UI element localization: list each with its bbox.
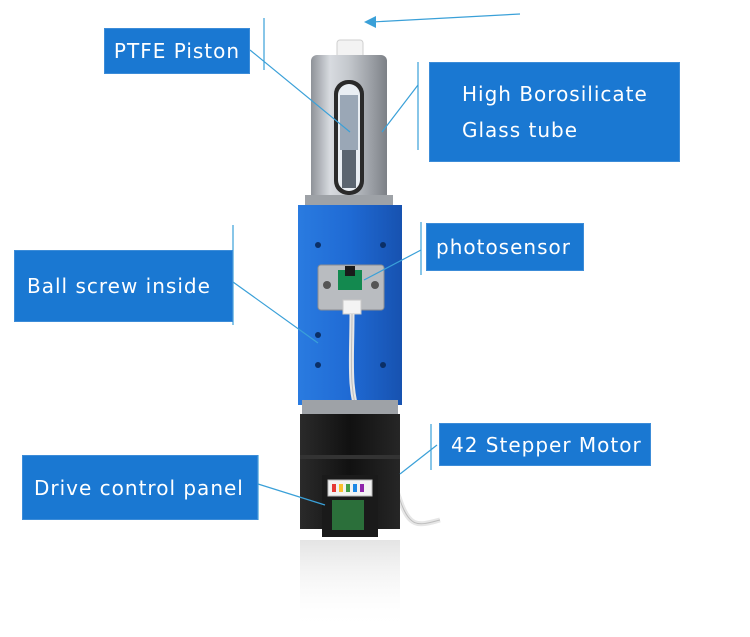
ball-screw-text: Ball screw inside bbox=[27, 274, 211, 298]
ptfe-piston-label: PTFE Piston bbox=[104, 28, 250, 74]
glass-tube-cylinder bbox=[305, 55, 393, 209]
ball-screw-label: Ball screw inside bbox=[14, 250, 233, 322]
drive-control-board bbox=[322, 475, 378, 537]
ptfe-piston-text: PTFE Piston bbox=[113, 39, 241, 63]
glass-tube-text-line1: High Borosilicate bbox=[462, 82, 648, 106]
photosensor-label: photosensor bbox=[426, 223, 584, 271]
glass-tube-label: High Borosilicate Glass tube bbox=[429, 62, 680, 162]
drive-panel-text: Drive control panel bbox=[34, 475, 244, 500]
product-reflection bbox=[300, 540, 400, 630]
motor-flange bbox=[302, 400, 398, 416]
photosensor-module bbox=[317, 264, 385, 315]
stepper-motor-text: 42 Stepper Motor bbox=[451, 432, 642, 457]
leader-lines bbox=[232, 13, 521, 520]
stepper-motor-label: 42 Stepper Motor bbox=[439, 423, 651, 466]
glass-tube-text-line2: Glass tube bbox=[462, 118, 579, 142]
photosensor-text: photosensor bbox=[436, 235, 571, 259]
drive-panel-label: Drive control panel bbox=[22, 455, 258, 520]
